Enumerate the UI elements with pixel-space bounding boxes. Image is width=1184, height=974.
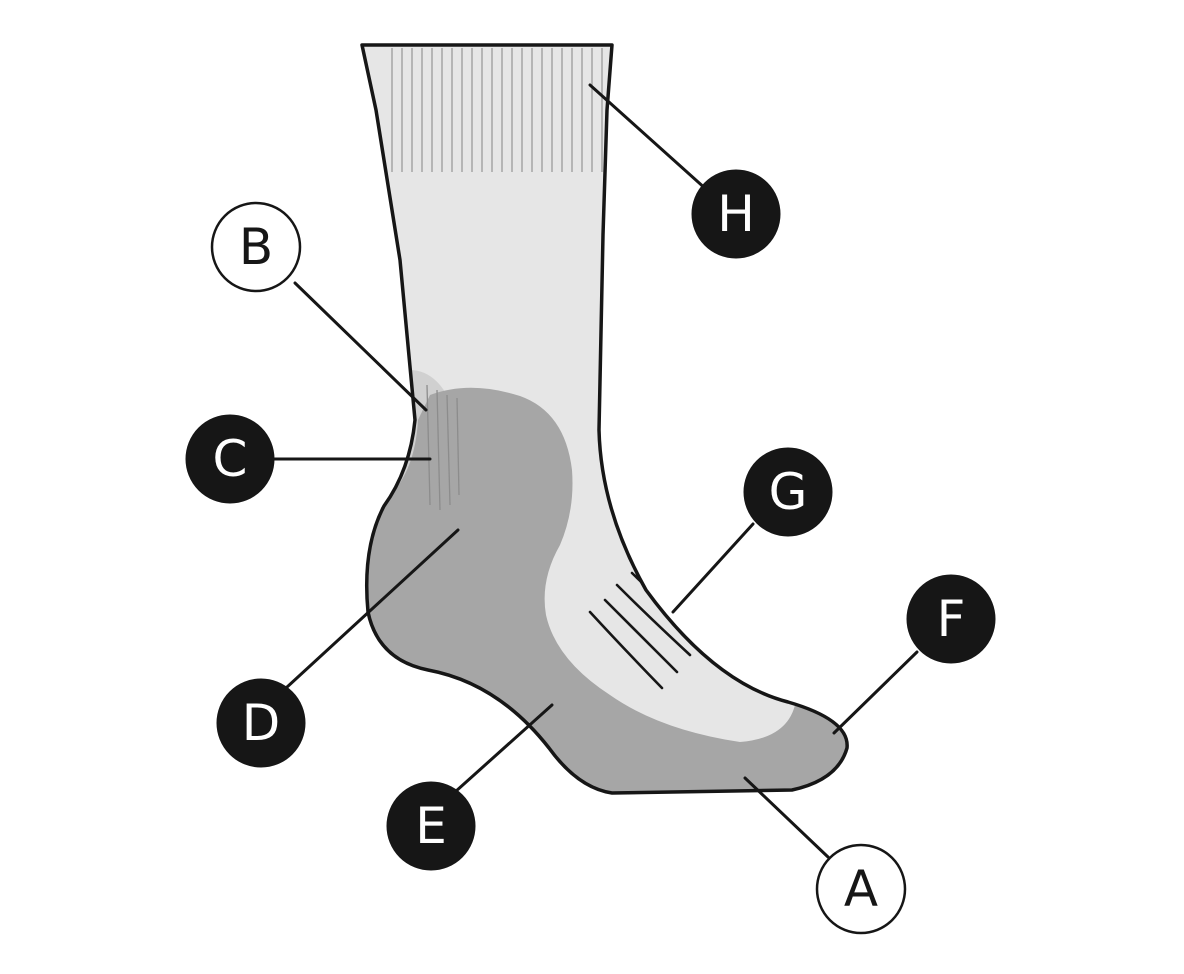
achilles-ribbing (426, 384, 460, 511)
callout-f: F (906, 574, 996, 664)
callout-d: D (216, 678, 306, 768)
leader-line-f (832, 650, 919, 735)
callout-d-letter: D (242, 694, 281, 752)
callout-c-circle (185, 414, 275, 504)
callout-d-circle (216, 678, 306, 768)
callout-g-letter: G (769, 463, 808, 521)
leader-line-d (284, 528, 460, 690)
leader-line-b (293, 281, 428, 412)
callout-a: A (815, 843, 907, 935)
callout-h: H (691, 169, 781, 259)
leader-lines (263, 83, 919, 859)
callout-a-letter: A (844, 860, 878, 918)
callout-e-letter: E (415, 797, 447, 855)
callout-g: G (743, 447, 833, 537)
leader-line-g (671, 522, 755, 614)
callout-c: C (185, 414, 275, 504)
cushion-zone (362, 387, 848, 793)
callout-h-letter: H (717, 185, 755, 243)
callout-f-letter: F (937, 590, 966, 648)
callout-c-letter: C (213, 430, 248, 488)
cuff-ribbing (391, 48, 603, 172)
callout-h-circle (691, 169, 781, 259)
callout-a-circle (815, 843, 907, 935)
callout-b: B (210, 201, 302, 293)
callout-b-circle (210, 201, 302, 293)
callout-e-circle (386, 781, 476, 871)
callout-b-letter: B (239, 218, 273, 276)
callout-g-circle (743, 447, 833, 537)
leader-line-h (588, 83, 709, 192)
sock-outline (360, 43, 849, 795)
callout-f-circle (906, 574, 996, 664)
leader-line-a (743, 776, 830, 859)
callout-e: E (386, 781, 476, 871)
leader-line-e (453, 703, 554, 794)
